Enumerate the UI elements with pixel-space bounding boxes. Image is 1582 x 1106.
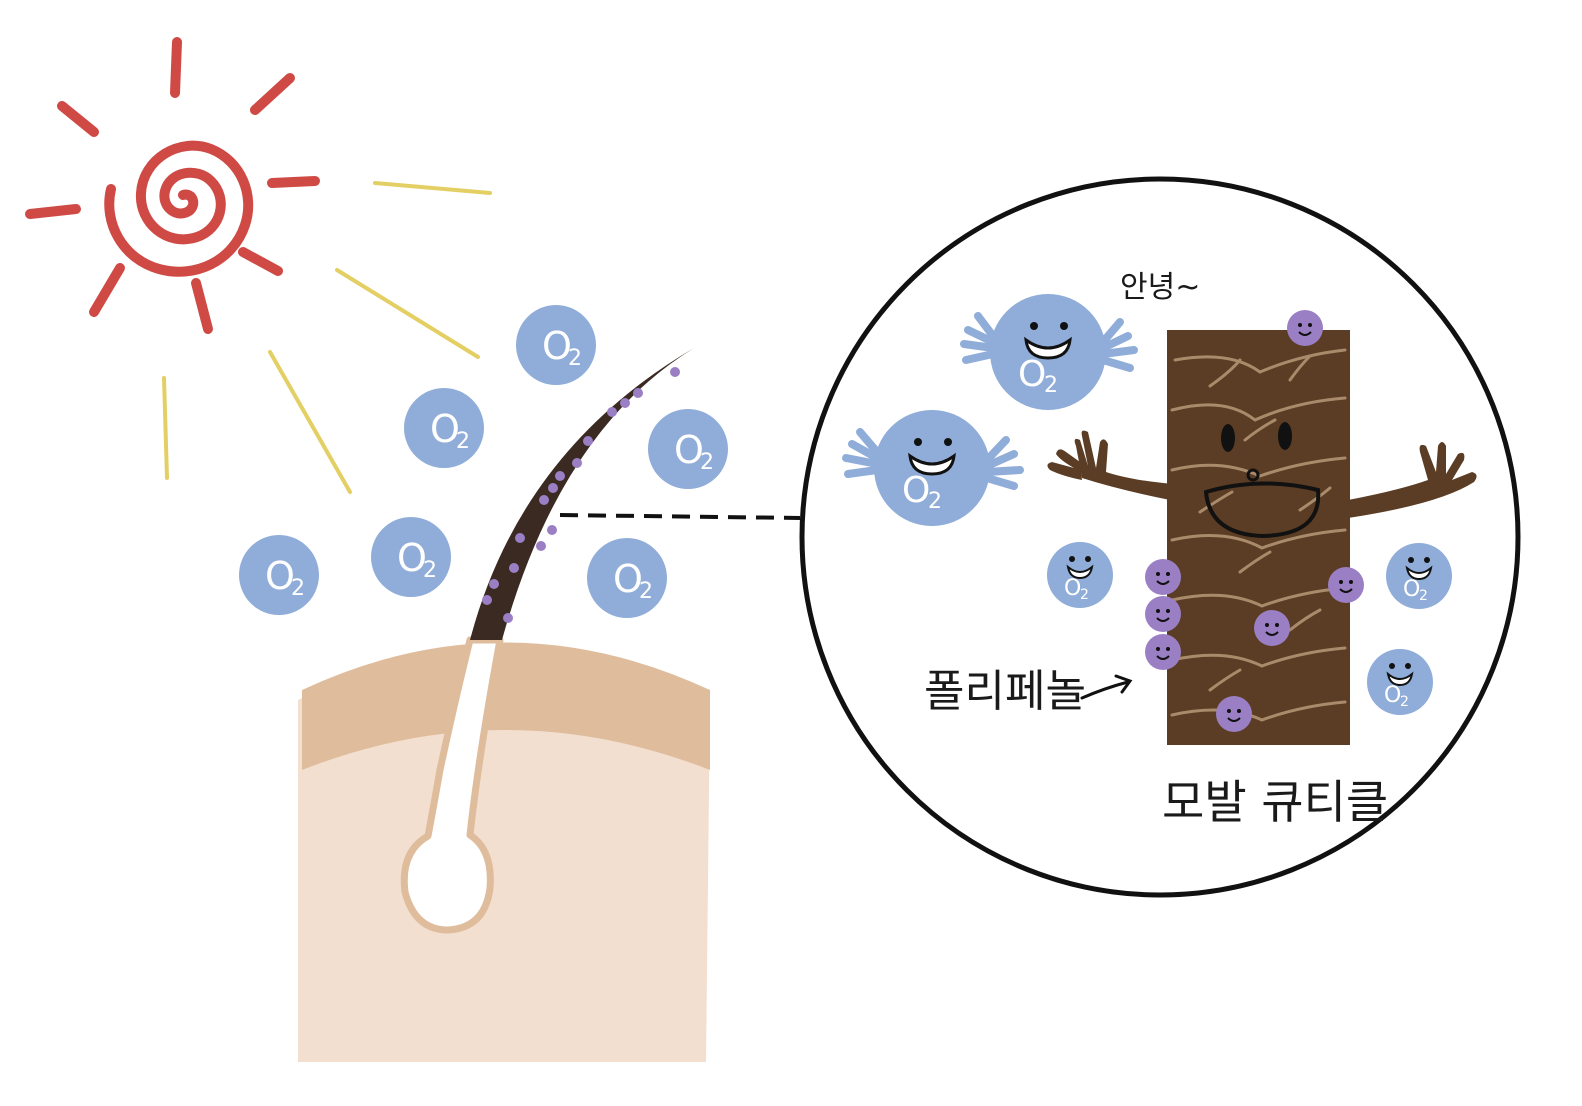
cuticle-right-eye xyxy=(1278,422,1292,450)
oxygen-character-icon: O 2 xyxy=(1386,543,1452,609)
polyphenol-dot-icon xyxy=(489,579,499,589)
o2-subscript: 2 xyxy=(1400,694,1409,710)
o2-letter: O xyxy=(430,407,460,451)
polyphenol-dot-icon xyxy=(1216,696,1252,732)
polyphenol-dot-icon xyxy=(555,471,565,481)
o2-letter: O xyxy=(902,470,930,511)
cuticle-left-arm xyxy=(1074,430,1172,500)
oxygen-molecule-icon: O 2 xyxy=(404,388,484,468)
hair-strand-icon xyxy=(470,348,694,640)
cuticle-label: 모발 큐티클 xyxy=(1162,775,1388,829)
oxygen-molecules: O 2 O 2 O 2 O 2 O 2 O 2 xyxy=(239,305,728,618)
skin-deep-layer xyxy=(298,650,710,1062)
polyphenol-dot-icon xyxy=(607,407,617,417)
oxygen-molecule-icon: O 2 xyxy=(587,538,667,618)
oxygen-character-icon: O 2 xyxy=(842,410,1024,526)
o2-letter: O xyxy=(1403,577,1420,602)
o2-letter: O xyxy=(613,557,643,601)
hair-follicle xyxy=(400,636,504,934)
hair-shaft xyxy=(470,348,694,640)
polyphenol-dot-icon xyxy=(547,525,557,535)
oxygen-characters: O 2 O 2 O 2 O 2 xyxy=(842,294,1452,715)
sunlight-rays xyxy=(162,181,492,494)
polyphenol-dot-icon xyxy=(1254,610,1290,646)
o2-letter: O xyxy=(397,536,427,580)
polyphenol-dot-icon xyxy=(1328,567,1364,603)
o2-subscript: 2 xyxy=(291,576,305,601)
cuticle-scale-lines xyxy=(1170,348,1347,722)
o2-letter: O xyxy=(265,554,295,598)
polyphenol-dot-icon xyxy=(509,563,519,573)
polyphenol-dot-icon xyxy=(536,541,546,551)
o2-letter: O xyxy=(1064,576,1081,601)
cuticle-left-eye xyxy=(1221,424,1235,452)
oxygen-molecule-icon: O 2 xyxy=(371,517,451,597)
o2-letter: O xyxy=(1018,354,1046,395)
cuticle-right-arm xyxy=(1348,442,1477,518)
o2-subscript: 2 xyxy=(423,558,437,583)
oxygen-character-icon: O 2 xyxy=(960,294,1138,410)
o2-subscript: 2 xyxy=(568,346,582,371)
oxygen-molecule-icon: O 2 xyxy=(516,305,596,385)
cuticle-character-icon xyxy=(1047,330,1477,745)
polyphenol-dot-icon xyxy=(620,398,630,408)
hair-polyphenol-dots xyxy=(482,367,680,623)
o2-subscript: 2 xyxy=(700,450,714,475)
polyphenol-dot-icon xyxy=(515,533,525,543)
cuticle-nose xyxy=(1246,468,1260,482)
polyphenol-dot-icon xyxy=(482,595,492,605)
o2-subscript: 2 xyxy=(639,579,653,604)
o2-letter: O xyxy=(674,428,704,472)
o2-subscript: 2 xyxy=(1080,587,1089,603)
o2-letter: O xyxy=(542,324,572,368)
sun-icon xyxy=(25,37,320,334)
sun-rays xyxy=(25,37,320,334)
polyphenol-characters xyxy=(1145,310,1364,732)
polyphenol-dot-icon xyxy=(539,495,549,505)
o2-subscript: 2 xyxy=(928,489,942,514)
oxygen-character-icon: O 2 xyxy=(1367,649,1433,715)
oxygen-character-icon: O 2 xyxy=(1047,542,1113,608)
polyphenol-dot-icon xyxy=(572,458,582,468)
polyphenol-dot-icon xyxy=(583,436,593,446)
o2-subscript: 2 xyxy=(456,429,470,454)
sun-spiral xyxy=(104,140,254,277)
greeting-label: 안녕~ xyxy=(1120,270,1200,305)
o2-subscript: 2 xyxy=(1044,373,1058,398)
polyphenol-dot-icon xyxy=(1145,596,1181,632)
polyphenol-dot-icon xyxy=(1287,310,1323,346)
cuticle-mouth xyxy=(1203,481,1321,539)
zoom-connector-line xyxy=(559,513,801,520)
polyphenol-dot-icon xyxy=(633,388,643,398)
o2-letter: O xyxy=(1384,683,1401,708)
skin-top-layer xyxy=(302,642,710,770)
oxygen-molecule-icon: O 2 xyxy=(648,409,728,489)
skin-cross-section-icon xyxy=(298,636,710,1062)
cuticle-left-hand xyxy=(1047,449,1082,480)
polyphenol-dot-icon xyxy=(1145,559,1181,595)
oxygen-molecule-icon: O 2 xyxy=(239,535,319,615)
polyphenol-dot-icon xyxy=(1145,634,1181,670)
polyphenol-label: 폴리페놀 xyxy=(924,666,1086,717)
o2-subscript: 2 xyxy=(1419,588,1428,604)
polyphenol-dot-icon xyxy=(503,613,513,623)
polyphenol-dot-icon xyxy=(548,483,558,493)
polyphenol-dot-icon xyxy=(670,367,680,377)
polyphenol-arrow-icon xyxy=(1080,674,1133,700)
